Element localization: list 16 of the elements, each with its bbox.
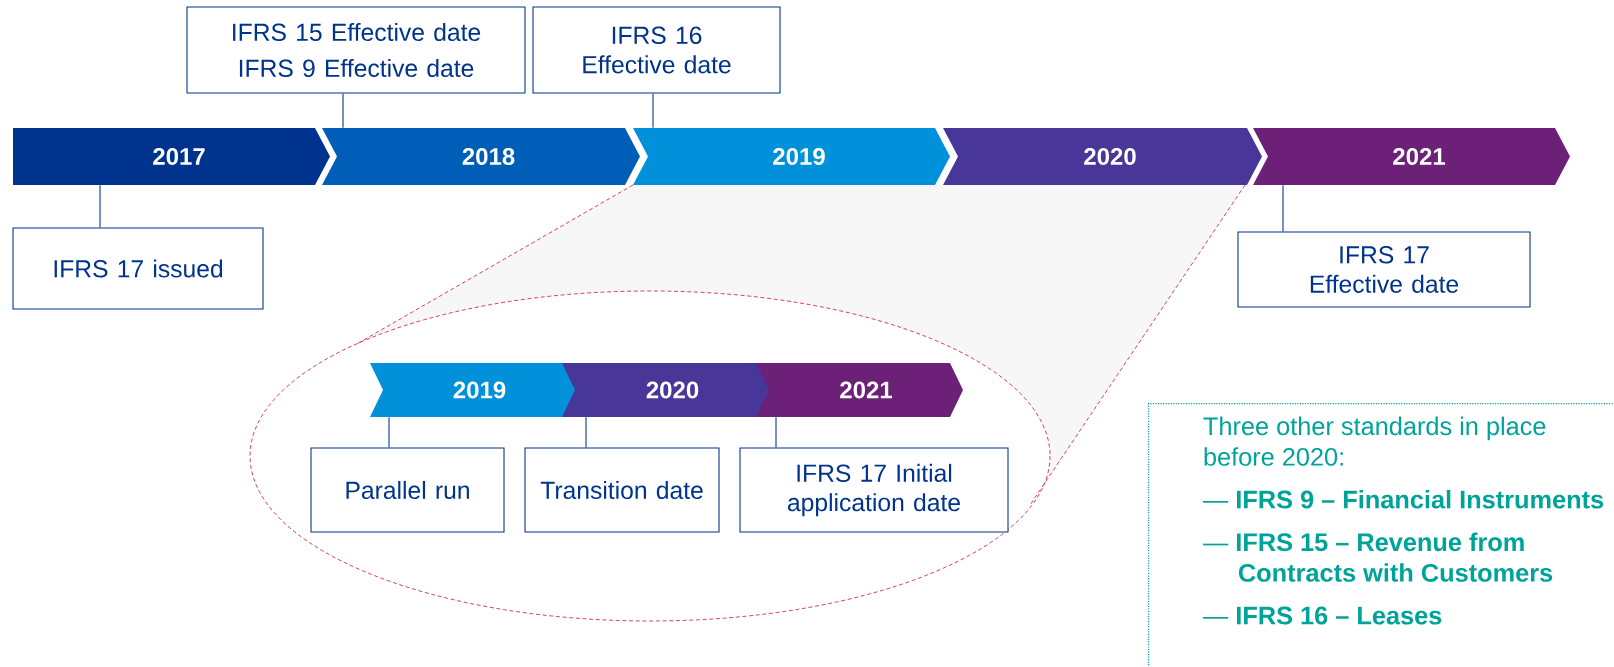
- year-band: 2020: [943, 128, 1262, 185]
- leader-line: [585, 416, 587, 448]
- leader-line: [652, 93, 654, 129]
- milestone-box: Parallel run: [310, 447, 505, 533]
- leader-line: [342, 93, 344, 129]
- leader-line: [388, 416, 390, 448]
- milestone-box: Transition date: [524, 447, 720, 533]
- leader-line: [775, 416, 777, 448]
- note-box: Three other standards in place before 2020: — IFRS 9 – Financial Instruments — IFRS 15 – Revenue from Contracts with Customers — IFRS 16 – Leases: [1148, 403, 1614, 667]
- milestone-box: IFRS 17 issued: [12, 227, 264, 310]
- milestone-box: IFRS 17 Effective date: [1237, 231, 1531, 308]
- milestone-box: IFRS 17 Initial application date: [739, 447, 1009, 533]
- milestone-box: IFRS 15 Effective date IFRS 9 Effective date: [186, 6, 526, 94]
- leader-line: [1282, 184, 1284, 232]
- milestone-box: IFRS 16 Effective date: [532, 6, 781, 94]
- leader-line: [99, 184, 101, 228]
